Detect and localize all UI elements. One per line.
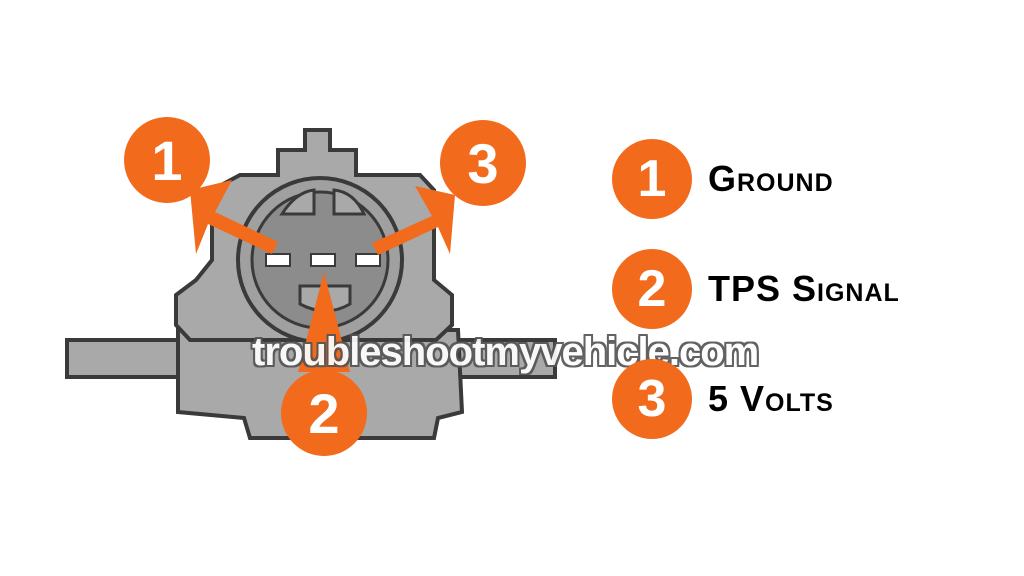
callout-arrow-1 — [190, 180, 278, 254]
legend-badge-2: 2 — [612, 249, 692, 329]
legend-badge-1: 1 — [612, 139, 692, 219]
callout-number-2: 2 — [308, 382, 339, 445]
legend-item-ground: 1 Ground — [612, 139, 834, 219]
key-slot-left — [279, 188, 316, 216]
terminal-2 — [310, 253, 336, 267]
callout-circle-1 — [124, 117, 210, 203]
legend-label-ground: Ground — [708, 158, 834, 199]
legend-item-tps-signal: 2 TPS Signal — [612, 249, 900, 329]
terminal-3 — [355, 253, 381, 267]
legend-label-5-volts: 5 Volts — [708, 378, 834, 419]
callout-circle-2 — [281, 370, 367, 456]
callout-arrow-3 — [372, 186, 455, 255]
legend-label-tps-signal: TPS Signal — [708, 268, 900, 309]
legend-item-5-volts: 3 5 Volts — [612, 359, 834, 439]
callout-number-3: 3 — [467, 132, 498, 195]
callout-circle-3 — [440, 120, 526, 206]
callout-number-1: 1 — [151, 129, 182, 192]
terminal-1 — [265, 253, 291, 267]
key-slot-right — [332, 188, 367, 216]
legend-badge-3: 3 — [612, 359, 692, 439]
callout-arrow-2 — [298, 272, 350, 372]
